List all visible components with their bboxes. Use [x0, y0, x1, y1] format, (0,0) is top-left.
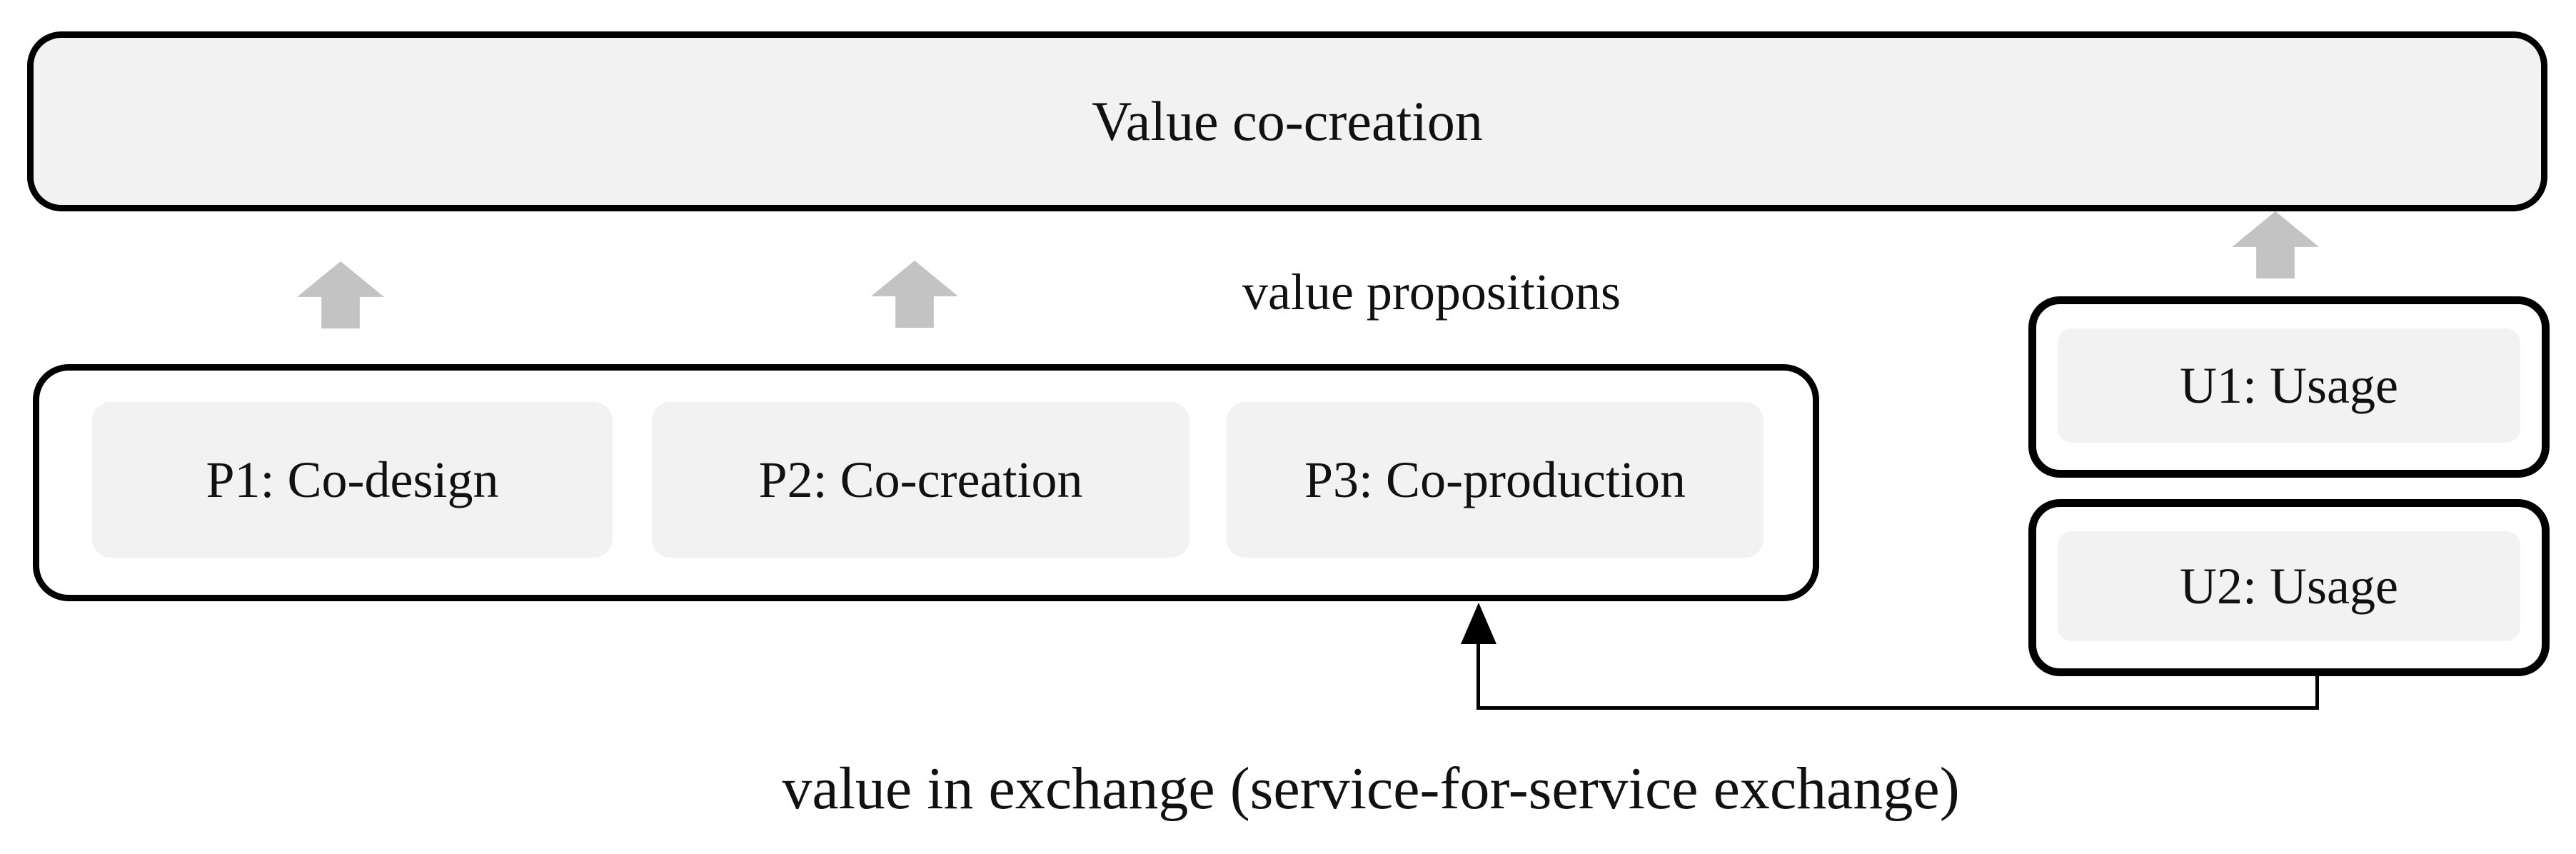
- exchange-arrow-segment-vertical-head: [1476, 641, 1480, 709]
- p1-co-design-box: P1: Co-design: [92, 402, 613, 558]
- value-co-creation-box: Value co-creation: [27, 31, 2547, 211]
- u1-usage-inner-box: U1: Usage: [2058, 328, 2520, 443]
- u2-usage-inner-box: U2: Usage: [2058, 531, 2520, 641]
- up-arrow-icon-u1: [2232, 211, 2319, 278]
- value-co-creation-label: Value co-creation: [1092, 90, 1483, 152]
- exchange-arrow-segment-horizontal: [1476, 706, 2319, 710]
- u2-usage-box: U2: Usage: [2028, 499, 2550, 676]
- p2-co-creation-box: P2: Co-creation: [652, 402, 1189, 558]
- u2-label: U2: Usage: [2180, 557, 2398, 615]
- up-arrow-icon-p1: [297, 261, 384, 328]
- u1-label: U1: Usage: [2180, 356, 2398, 414]
- p3-label: P3: Co-production: [1304, 451, 1686, 508]
- u1-usage-box: U1: Usage: [2028, 296, 2550, 478]
- p1-label: P1: Co-design: [206, 451, 499, 508]
- up-arrowhead-icon: [1461, 603, 1496, 644]
- p3-co-production-box: P3: Co-production: [1227, 402, 1764, 558]
- p2-label: P2: Co-creation: [758, 451, 1083, 508]
- up-arrow-icon-p2: [871, 261, 958, 328]
- exchange-arrow-segment-vertical-u2: [2315, 671, 2319, 710]
- value-in-exchange-label: value in exchange (service-for-service e…: [782, 755, 1960, 822]
- value-propositions-label: value propositions: [1242, 263, 1621, 321]
